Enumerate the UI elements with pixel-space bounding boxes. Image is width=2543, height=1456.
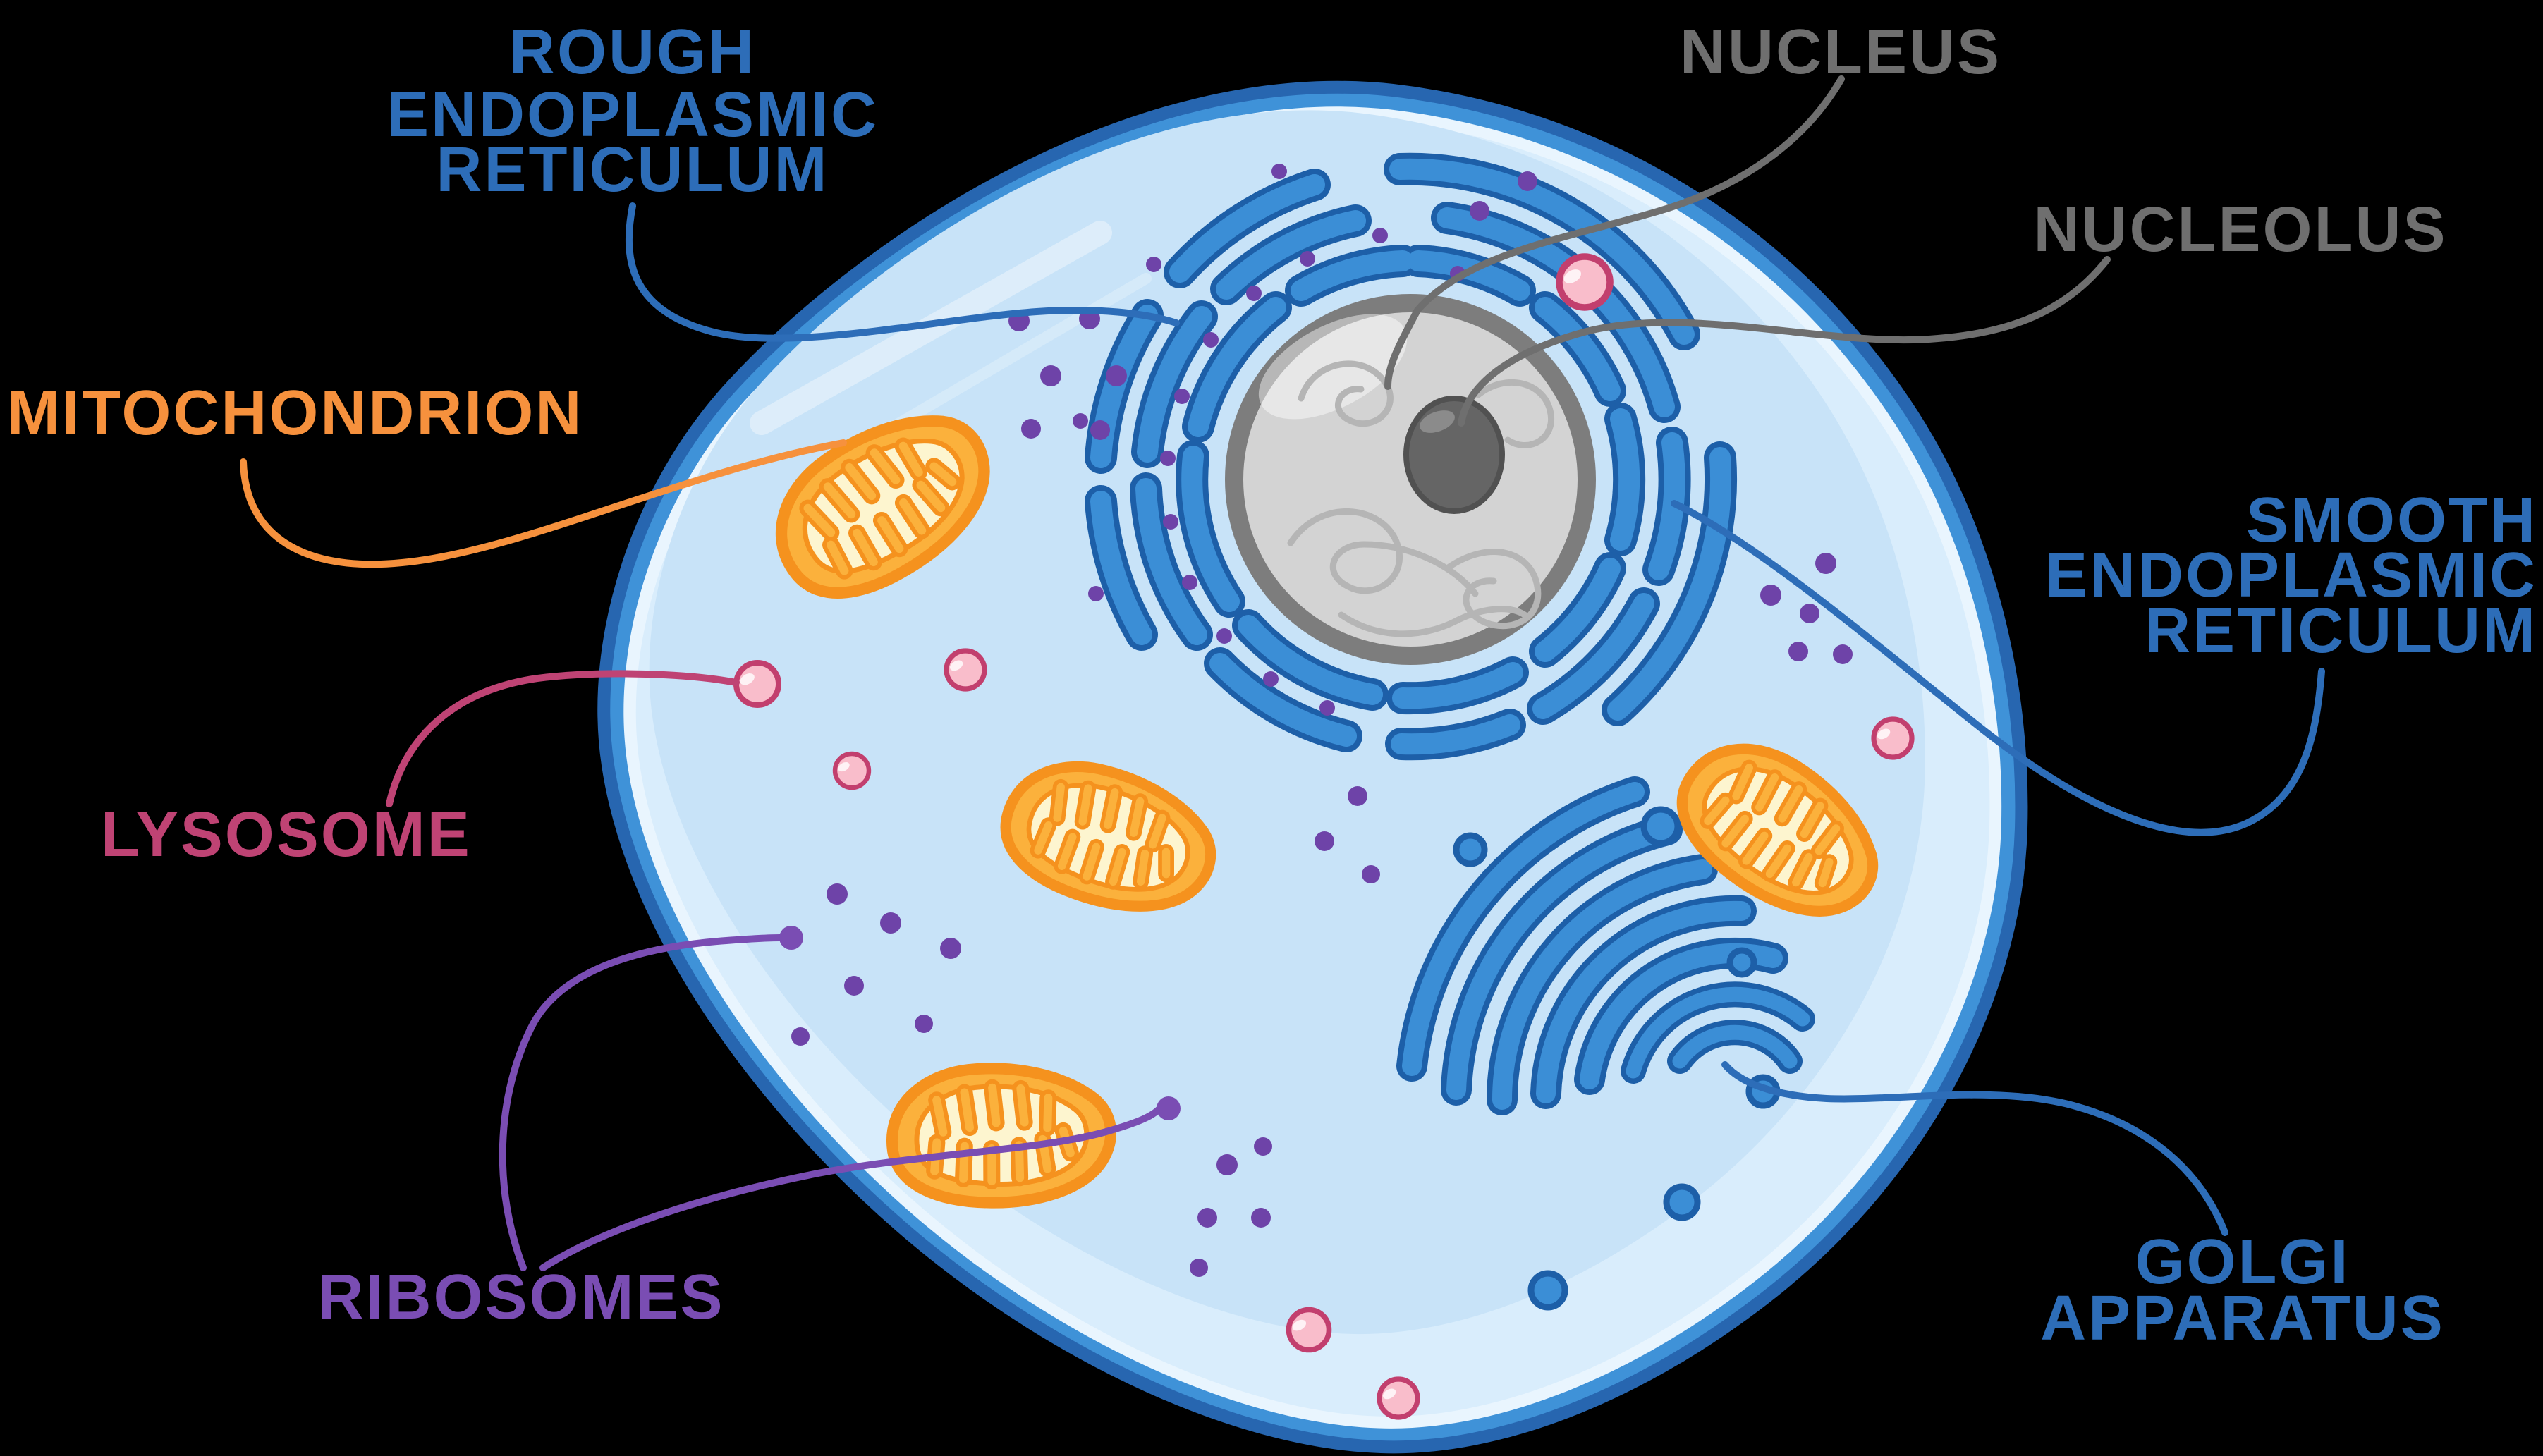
label-rough-endoplasmic-reticulum: ROUGH ENDOPLASMIC RETICULUM <box>386 17 879 205</box>
ribosomes-leader-tip-2 <box>1157 1096 1181 1120</box>
label-text: NUCLEOLUS <box>2034 195 2448 265</box>
rough-er-leader-line <box>625 202 1180 342</box>
label-ribosomes: RIBOSOMES <box>317 1262 724 1333</box>
ribosomes-leader-tip-1 <box>779 926 803 950</box>
label-text: LYSOSOME <box>101 800 472 870</box>
lysosome-3 <box>835 754 869 788</box>
labels: ROUGH ENDOPLASMIC RETICULUM NUCLEUS NUCL… <box>7 17 2537 1354</box>
label-text: RIBOSOMES <box>317 1262 724 1333</box>
label-mitochondrion: MITOCHONDRION <box>7 378 583 448</box>
mitochondrion-leader-line <box>240 439 847 568</box>
label-text: RETICULUM <box>437 135 829 205</box>
label-nucleus: NUCLEUS <box>1680 17 2001 87</box>
free-ribosomes <box>791 171 1853 1277</box>
leader-lines <box>240 75 2325 1271</box>
label-text: SMOOTH <box>2246 485 2537 556</box>
golgi-vesicles <box>1453 806 1781 1311</box>
nucleolus-leader-line <box>1458 256 2111 427</box>
smooth-er-leader-line <box>1671 500 2325 836</box>
label-text: MITOCHONDRION <box>7 378 583 448</box>
ribosomes-leader-line-2 <box>539 1102 1166 1271</box>
nucleolus <box>1403 396 1505 514</box>
label-text: GOLGI <box>2135 1227 2350 1297</box>
label-text: APPARATUS <box>2040 1283 2445 1354</box>
lysosome-5 <box>1874 719 1912 757</box>
cytoplasm-highlight <box>750 221 1112 435</box>
lysosome-1 <box>736 663 779 705</box>
label-text: ROUGH <box>509 17 756 87</box>
golgi-leader-line <box>1721 1061 2228 1236</box>
nucleus <box>1225 294 1596 665</box>
label-nucleolus: NUCLEOLUS <box>2034 195 2448 265</box>
label-text: ENDOPLASMIC <box>2045 540 2537 611</box>
label-lysosome: LYSOSOME <box>101 800 472 870</box>
lysosome-4 <box>1559 257 1610 307</box>
label-text: ENDOPLASMIC <box>386 80 879 150</box>
ribosomes-leader-line-1 <box>499 934 783 1271</box>
nucleus-leader-line <box>1384 75 1845 390</box>
lysosome-leader-line <box>386 670 740 807</box>
golgi-apparatus <box>1412 792 1803 1311</box>
chromatin <box>1287 360 1554 637</box>
label-text: RETICULUM <box>2145 596 2537 666</box>
rough-er-ribosome-dots <box>1073 164 1465 716</box>
label-smooth-endoplasmic-reticulum: SMOOTH ENDOPLASMIC RETICULUM <box>2045 485 2537 666</box>
label-golgi-apparatus: GOLGI APPARATUS <box>2040 1227 2445 1354</box>
lysosome-2 <box>946 651 984 689</box>
lysosome-7 <box>1379 1379 1417 1417</box>
lysosome-6 <box>1289 1310 1329 1350</box>
label-text: NUCLEUS <box>1680 17 2001 87</box>
